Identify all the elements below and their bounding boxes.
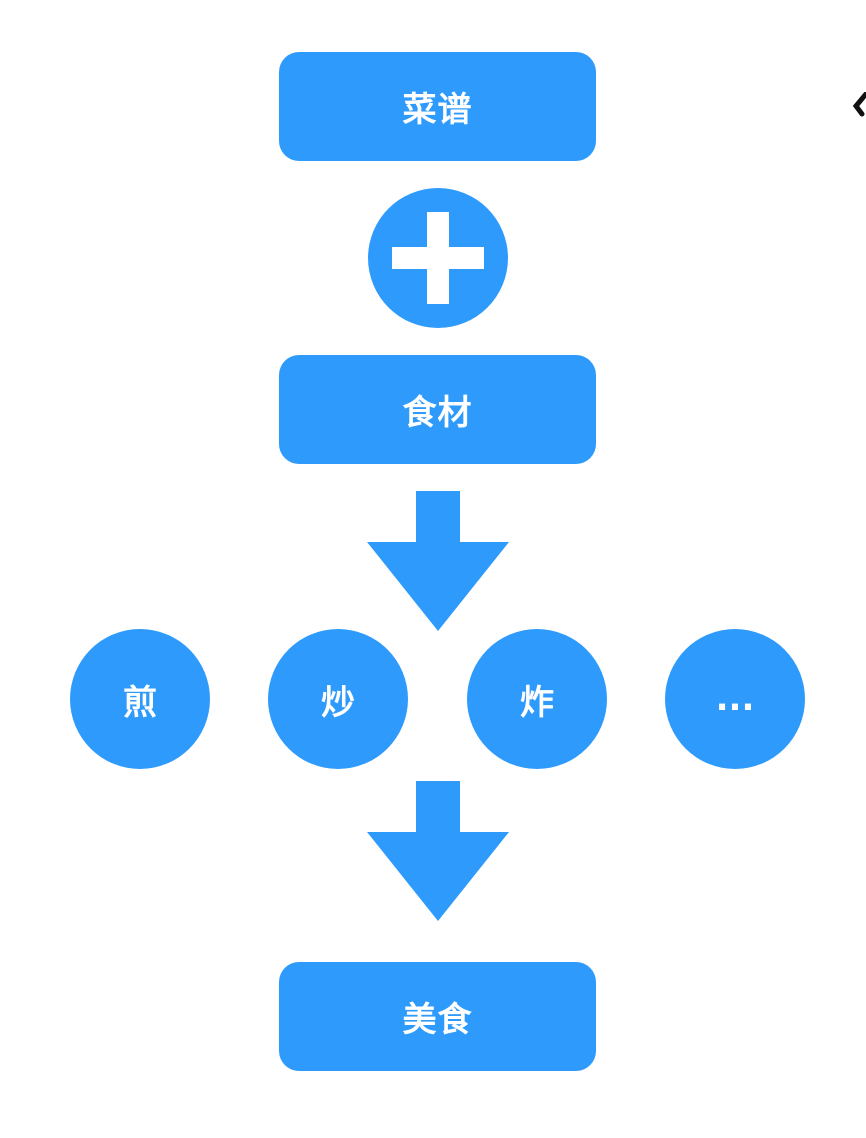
method-node-more: ... [665, 629, 805, 769]
result-node: 美食 [279, 962, 596, 1071]
down-arrow-icon [367, 781, 509, 921]
edge-mark-icon [852, 92, 866, 117]
plus-icon [368, 188, 508, 328]
down-arrow-icon [367, 491, 509, 631]
method-node-fry: 煎 [70, 629, 210, 769]
method-node-stir-fry: 炒 [268, 629, 408, 769]
plus-operator [368, 188, 508, 328]
method-node-deep-fry: 炸 [467, 629, 607, 769]
ingredients-node: 食材 [279, 355, 596, 464]
recipe-node: 菜谱 [279, 52, 596, 161]
